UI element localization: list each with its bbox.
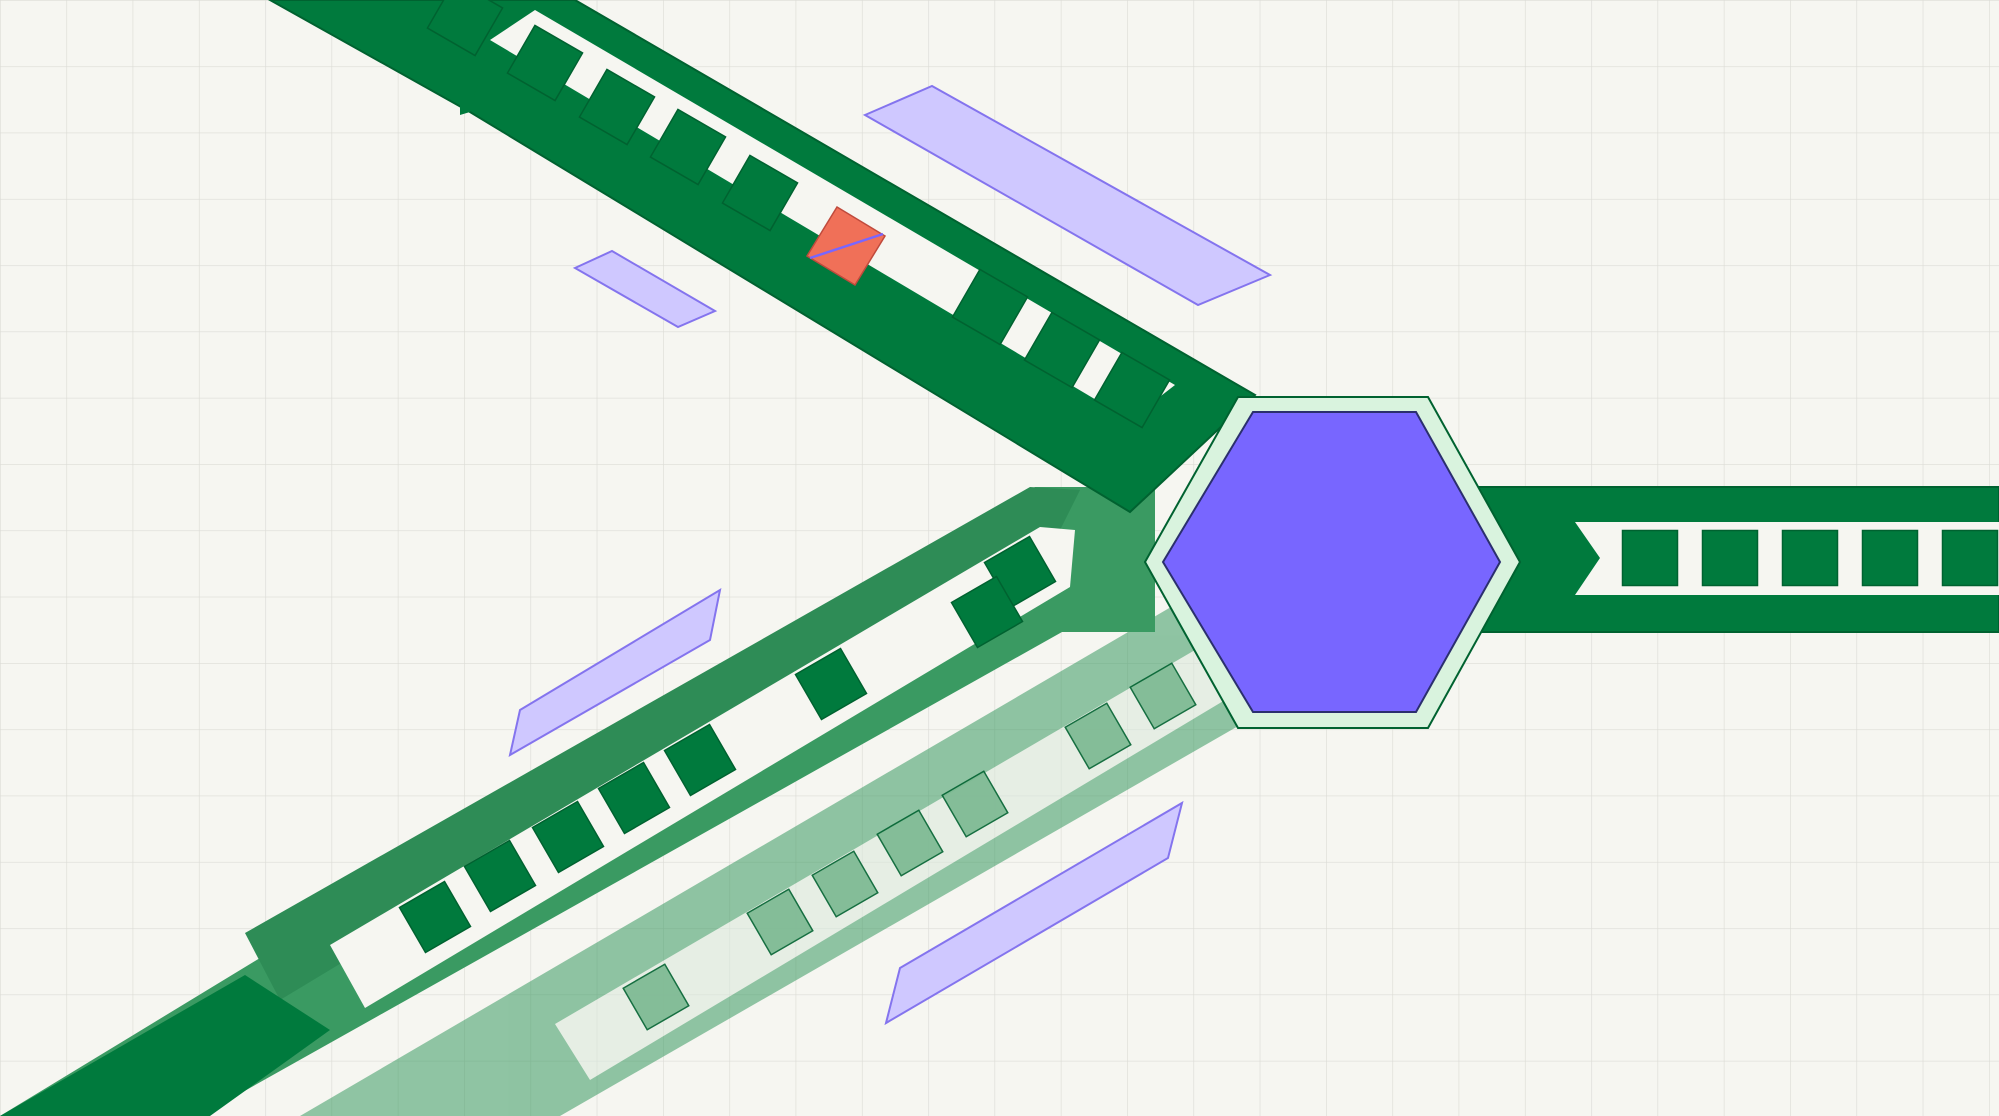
square-tile-icon[interactable]	[1941, 529, 1999, 587]
square-tile-icon[interactable]	[876, 809, 944, 877]
square-tile-icon[interactable]	[746, 888, 814, 956]
square-tile-icon[interactable]	[1701, 529, 1759, 587]
track-upper-tiles	[426, 0, 1171, 429]
panel-bottom	[884, 800, 1184, 1026]
square-tile-icon[interactable]	[1781, 529, 1839, 587]
square-tile-icon[interactable]	[1064, 702, 1132, 770]
square-tile-icon[interactable]	[622, 963, 690, 1031]
square-tile-icon[interactable]	[1093, 351, 1171, 429]
track-lower-tiles	[398, 535, 1057, 954]
square-tile-icon[interactable]	[951, 268, 1029, 346]
square-tile-icon[interactable]	[663, 723, 737, 797]
highlighted-tile-icon[interactable]	[805, 205, 887, 287]
square-tile-icon[interactable]	[1023, 311, 1101, 389]
square-tile-icon[interactable]	[398, 880, 472, 954]
track-faint	[300, 590, 1240, 1116]
square-tile-icon[interactable]	[811, 850, 879, 918]
square-tile-icon[interactable]	[649, 108, 727, 186]
track-right-tiles	[1621, 529, 1999, 587]
square-tile-icon[interactable]	[1129, 662, 1197, 730]
square-tile-icon[interactable]	[578, 68, 656, 146]
square-tile-icon[interactable]	[1861, 529, 1919, 587]
square-tile-icon[interactable]	[531, 800, 605, 874]
track-faint-tiles	[622, 662, 1197, 1031]
panel-left	[508, 587, 722, 757]
square-tile-icon[interactable]	[941, 770, 1009, 838]
panel-small	[572, 249, 718, 329]
square-tile-icon[interactable]	[1621, 529, 1679, 587]
square-tile-icon[interactable]	[597, 761, 671, 835]
square-tile-icon[interactable]	[721, 154, 799, 232]
square-tile-icon[interactable]	[426, 0, 504, 57]
square-tile-icon[interactable]	[794, 647, 868, 721]
square-tile-icon[interactable]	[950, 575, 1024, 649]
hexagon-icon[interactable]	[1143, 396, 1522, 729]
square-tile-icon[interactable]	[506, 24, 584, 102]
square-tile-icon[interactable]	[463, 839, 537, 913]
panel-top	[862, 84, 1273, 307]
